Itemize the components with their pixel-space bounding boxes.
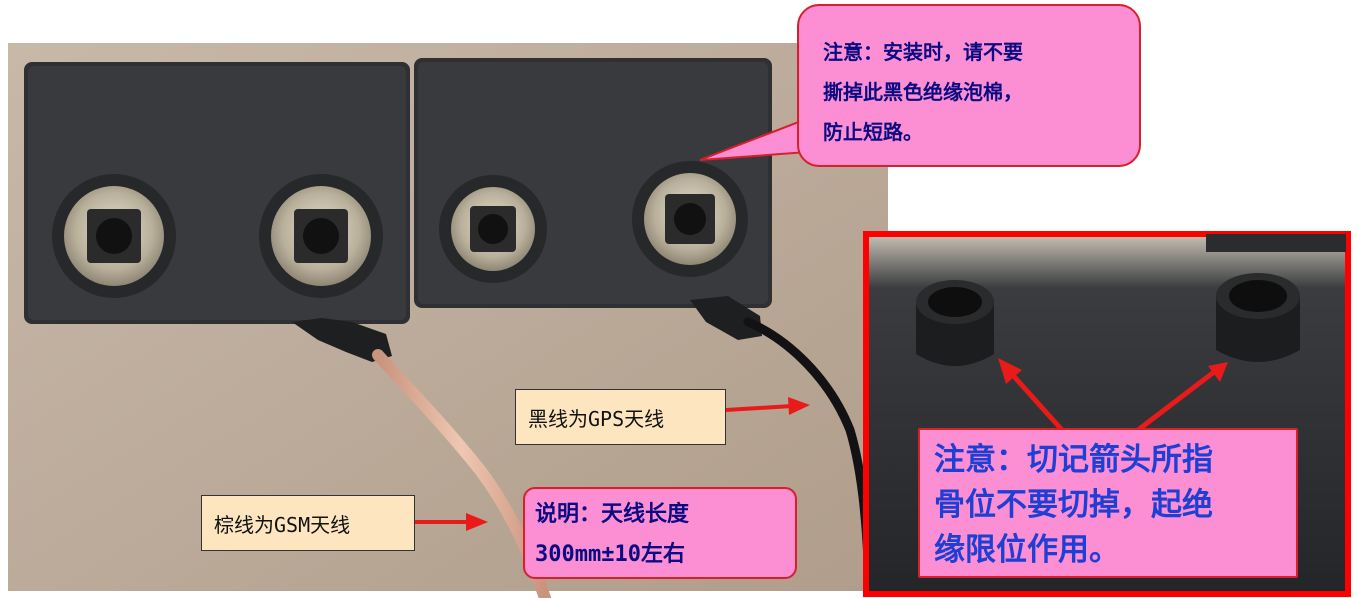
gsm-cable-label-text: 棕线为GSM天线 (214, 512, 351, 537)
warning-foam-line-1: 注意：安装时，请不要 (823, 40, 1023, 64)
warning-rib-line-3: 缘限位作用。 (934, 532, 1120, 568)
label-arrows (415, 397, 810, 531)
cable-length-note: 说明：天线长度 300mm±10左右 (523, 487, 797, 579)
gps-cable-label: 黑线为GPS天线 (515, 389, 726, 445)
length-note-line-1: 说明：天线长度 (535, 502, 690, 527)
inset-post-left (916, 280, 994, 366)
right-mount-hole-1 (439, 175, 547, 283)
warning-foam-line-3: 防止短路。 (823, 120, 923, 144)
gsm-antenna-block (24, 62, 410, 362)
left-mount-hole-1 (52, 174, 176, 298)
inset-arrows (998, 358, 1228, 432)
warning-rib-line-1: 注意：切记箭头所指 (934, 442, 1213, 478)
left-mount-hole-2 (259, 174, 383, 298)
warning-rib-line-2: 骨位不要切掉，起绝 (934, 487, 1213, 523)
length-note-line-2: 300mm±10左右 (535, 542, 685, 567)
warning-callout-foam: 注意：安装时，请不要 撕掉此黑色绝缘泡棉， 防止短路。 (797, 4, 1141, 167)
warning-callout-rib: 注意：切记箭头所指 骨位不要切掉，起绝 缘限位作用。 (918, 428, 1298, 578)
right-mount-hole-2 (632, 161, 748, 277)
gsm-cable-label: 棕线为GSM天线 (201, 495, 415, 551)
inset-post-right (1216, 273, 1300, 362)
gps-antenna-block (414, 58, 772, 340)
warning-foam-line-2: 撕掉此黑色绝缘泡棉， (823, 80, 1023, 104)
gps-cable-label-text: 黑线为GPS天线 (528, 406, 665, 431)
